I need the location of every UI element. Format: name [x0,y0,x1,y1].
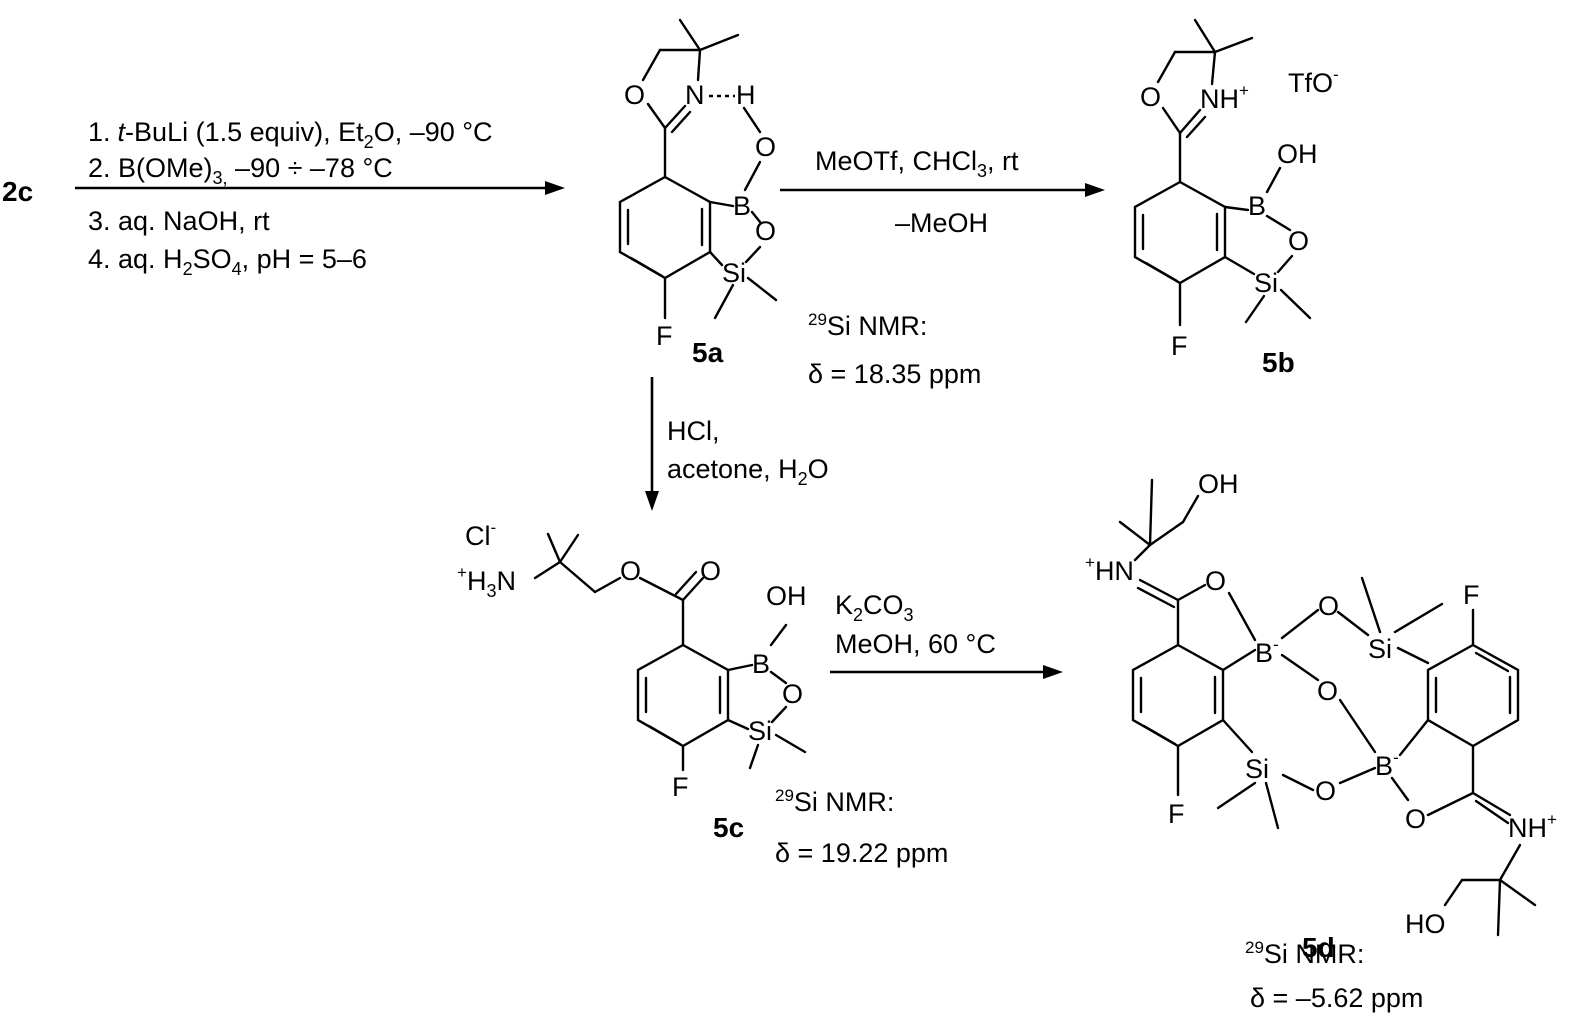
svg-text:Si: Si [722,258,746,288]
svg-text:Cl-: Cl- [465,518,496,551]
compound-5c: Cl- +H3N O O F B OH O Si 5c [457,518,807,843]
svg-text:B-: B- [1255,635,1279,668]
nmr-5a: 29Si NMR: δ = 18.35 ppm [808,310,981,389]
svg-text:OH: OH [1277,139,1318,169]
svg-text:Si: Si [1368,634,1392,664]
svg-text:MeOTf, CHCl3, rt: MeOTf, CHCl3, rt [815,146,1019,181]
reaction-arrow-4 [830,665,1063,679]
svg-text:O: O [755,132,776,162]
svg-text:F: F [656,321,673,351]
compound-5d: OH +HN O F B- O O Si [1085,469,1557,963]
svg-text:δ = 19.22 ppm: δ = 19.22 ppm [775,838,948,868]
compound-5a: F O N H O B O Si 5a [618,18,778,368]
svg-text:O: O [1288,226,1309,256]
svg-text:NH+: NH+ [1200,81,1249,114]
svg-text:2. B(OMe)3, –90 ÷ –78 °C: 2. B(OMe)3, –90 ÷ –78 °C [88,153,393,188]
conditions-step-3: HCl, acetone, H2O [667,416,829,489]
svg-text:Si: Si [1245,754,1269,784]
svg-text:O: O [1405,804,1426,834]
svg-text:δ = 18.35 ppm: δ = 18.35 ppm [808,359,981,389]
svg-text:O: O [1205,566,1226,596]
svg-text:NH+: NH+ [1508,810,1557,843]
svg-text:TfO-: TfO- [1288,65,1339,98]
svg-text:O: O [1318,591,1339,621]
conditions-step-1: 1.t-BuLi (1.5 equiv), Et2O, –90 °C 2. B(… [88,117,493,279]
svg-text:O: O [755,216,776,246]
svg-text:+H3N: +H3N [457,563,516,601]
svg-text:B: B [752,649,770,679]
svg-text:5d: 5d [1302,932,1335,963]
svg-text:MeOH, 60 °C: MeOH, 60 °C [835,629,996,659]
svg-text:O: O [782,679,803,709]
svg-text:O: O [620,556,641,586]
svg-text:29Si NMR:: 29Si NMR: [775,786,894,817]
svg-text:4. aq. H2SO4, pH = 5–6: 4. aq. H2SO4, pH = 5–6 [88,244,367,279]
svg-text:5b: 5b [1262,347,1295,378]
svg-text:B: B [733,191,751,221]
compound-5b: F O NH+ TfO- B OH O Si 5b [1133,18,1339,378]
svg-text:acetone, H2O: acetone, H2O [667,454,829,489]
nmr-5d: 29Si NMR: δ = –5.62 ppm [1245,938,1423,1013]
svg-text:+HN: +HN [1085,553,1134,586]
starting-material-label: 2c [2,176,33,207]
svg-text:OH: OH [1198,469,1239,499]
svg-text:N: N [685,80,705,110]
svg-text:F: F [1168,799,1185,829]
svg-text:3. aq. NaOH, rt: 3. aq. NaOH, rt [88,206,270,236]
svg-text:Si: Si [1254,268,1278,298]
conditions-step-4: K2CO3 MeOH, 60 °C [835,590,996,659]
svg-text:–MeOH: –MeOH [895,208,988,238]
reaction-arrow-3 [645,377,659,511]
svg-text:K2CO3: K2CO3 [835,590,914,625]
svg-text:1.t-BuLi (1.5 equiv), Et2O, –9: 1.t-BuLi (1.5 equiv), Et2O, –90 °C [88,117,493,152]
reaction-arrow-1 [75,181,565,195]
svg-text:29Si NMR:: 29Si NMR: [808,310,927,341]
svg-text:O: O [1317,676,1338,706]
svg-text:Si: Si [748,716,772,746]
svg-text:δ = –5.62 ppm: δ = –5.62 ppm [1250,983,1423,1013]
svg-text:F: F [672,772,689,802]
svg-text:O: O [1315,776,1336,806]
svg-text:F: F [1171,331,1188,361]
svg-text:5a: 5a [692,337,724,368]
svg-text:5c: 5c [713,812,744,843]
svg-text:29Si NMR:: 29Si NMR: [1245,938,1364,969]
reaction-arrow-2 [780,183,1105,197]
svg-text:OH: OH [766,581,807,611]
svg-text:HO: HO [1405,909,1446,939]
nmr-5c: 29Si NMR: δ = 19.22 ppm [775,786,948,868]
svg-text:O: O [700,556,721,586]
svg-text:B-: B- [1375,748,1399,781]
svg-text:O: O [624,80,645,110]
conditions-step-2: MeOTf, CHCl3, rt –MeOH [815,146,1019,238]
svg-text:F: F [1463,580,1480,610]
svg-text:HCl,: HCl, [667,416,720,446]
svg-text:B: B [1248,191,1266,221]
svg-text:O: O [1140,82,1161,112]
svg-text:H: H [736,80,756,110]
